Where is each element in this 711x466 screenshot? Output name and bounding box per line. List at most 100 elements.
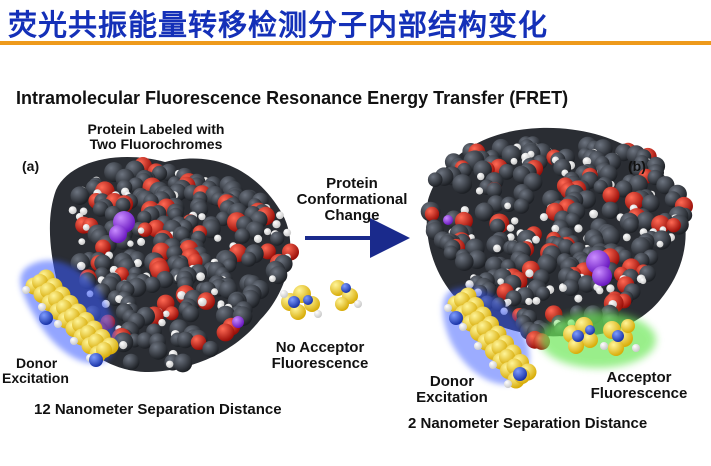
carbon-atom	[565, 212, 580, 228]
marker-atom	[232, 316, 244, 328]
hydrogen-atom	[474, 342, 482, 350]
oxygen-atom	[624, 191, 644, 211]
carbon-atom	[149, 341, 168, 360]
donor-excitation-label-a: Donor Excitation	[2, 356, 69, 386]
nitrogen-atom	[513, 367, 527, 381]
hydrogen-atom	[214, 234, 222, 242]
nitrogen-atom	[89, 353, 103, 367]
oxygen-atom	[666, 218, 681, 233]
carbon-atom	[535, 286, 551, 301]
oxygen-atom	[190, 334, 207, 350]
no-acceptor-line2: Fluorescence	[271, 355, 369, 372]
nitrogen-atom	[612, 330, 624, 342]
carbon-atom	[427, 172, 443, 187]
hydrogen-atom	[475, 187, 484, 195]
donor-fluorochrome-b	[442, 287, 537, 389]
marker-atom	[109, 225, 127, 243]
acceptor-b-line1: Acceptor	[606, 369, 672, 386]
hydrogen-atom	[489, 361, 497, 369]
marker-atom	[592, 266, 612, 286]
hydrogen-atom	[551, 224, 560, 233]
nitrogen-atom	[341, 283, 351, 293]
figure-title: Intramolecular Fluorescence Resonance En…	[16, 88, 569, 108]
hydrogen-atom	[79, 207, 88, 216]
carbon-atom	[443, 245, 459, 261]
hydrogen-atom	[158, 318, 166, 327]
hydrogen-atom	[504, 380, 512, 388]
hydrogen-atom	[606, 284, 615, 293]
carbon-atom	[70, 186, 90, 205]
donor-b-line1: Donor	[429, 373, 475, 390]
separation-distance-b: 2 Nanometer Separation Distance	[408, 415, 648, 432]
arrow-label-line2: Conformational	[296, 191, 408, 208]
hydrogen-atom	[38, 303, 46, 311]
protein-label: Protein Labeled with Two Fluorochromes	[56, 122, 256, 152]
hydrogen-atom	[632, 344, 640, 352]
hydrogen-atom	[137, 237, 146, 246]
arrow-label-line1: Protein	[326, 175, 378, 192]
fluorochrome-atom	[330, 280, 346, 296]
carbon-atom	[452, 174, 473, 194]
carbon-atom	[177, 331, 194, 349]
marker-atom	[443, 215, 453, 225]
hydrogen-atom	[78, 238, 86, 246]
no-acceptor-line1: No Acceptor	[275, 339, 365, 356]
carbon-atom	[234, 228, 250, 244]
hydrogen-atom	[54, 320, 62, 328]
hydrogen-atom	[314, 310, 322, 318]
carbon-atom	[641, 194, 660, 213]
hydrogen-atom	[119, 341, 128, 350]
nitrogen-atom	[288, 296, 300, 308]
carbon-atom	[601, 201, 620, 219]
hydrogen-atom	[70, 337, 78, 345]
carbon-atom	[156, 271, 174, 289]
donor-a-line1: Donor	[16, 355, 58, 371]
carbon-atom	[636, 211, 656, 231]
hydrogen-atom	[493, 244, 501, 253]
hydrogen-atom	[465, 280, 474, 289]
carbon-atom	[577, 275, 596, 293]
carbon-atom	[455, 252, 474, 271]
protein-label-line1: Protein Labeled with	[87, 121, 225, 137]
hydrogen-atom	[506, 224, 515, 232]
hydrogen-atom	[511, 217, 519, 225]
hydrogen-atom	[272, 220, 281, 229]
hydrogen-atom	[639, 277, 647, 285]
hydrogen-atom	[574, 294, 583, 303]
oxygen-atom	[259, 243, 276, 260]
fluorochrome-atom	[582, 332, 598, 348]
no-acceptor-fluorescence-label: No Acceptor Fluorescence	[250, 340, 390, 372]
hydrogen-atom	[283, 228, 292, 237]
carbon-atom	[600, 227, 621, 247]
hydrogen-atom	[197, 297, 207, 307]
carbon-atom	[270, 231, 285, 246]
oxygen-atom	[602, 186, 620, 204]
hydrogen-atom	[198, 213, 206, 221]
fluorochrome-atom	[568, 338, 584, 354]
hydrogen-atom	[582, 157, 592, 166]
panel-b-letter: (b)	[628, 158, 646, 174]
carbon-atom	[247, 221, 265, 239]
hydrogen-atom	[22, 286, 30, 294]
hydrogen-atom	[68, 206, 77, 215]
carbon-atom	[562, 279, 580, 296]
oxygen-atom	[216, 323, 235, 342]
nitrogen-atom	[39, 311, 53, 325]
nitrogen-atom	[572, 330, 584, 342]
oxygen-atom	[424, 206, 440, 222]
carbon-atom	[151, 165, 168, 181]
panel-a-letter: (a)	[22, 158, 40, 174]
nitrogen-atom	[585, 325, 595, 335]
separation-distance-a: 12 Nanometer Separation Distance	[34, 401, 282, 418]
carbon-atom	[182, 305, 200, 323]
donor-b-line2: Excitation	[416, 389, 488, 406]
hydrogen-atom	[253, 234, 263, 243]
carbon-atom	[241, 251, 257, 267]
hydrogen-atom	[510, 157, 518, 165]
acceptor-fluorochrome-a	[280, 280, 362, 320]
protein-b	[420, 127, 694, 350]
carbon-atom	[513, 198, 530, 214]
hydrogen-atom	[177, 291, 186, 300]
donor-a-line2: Excitation	[2, 370, 69, 386]
